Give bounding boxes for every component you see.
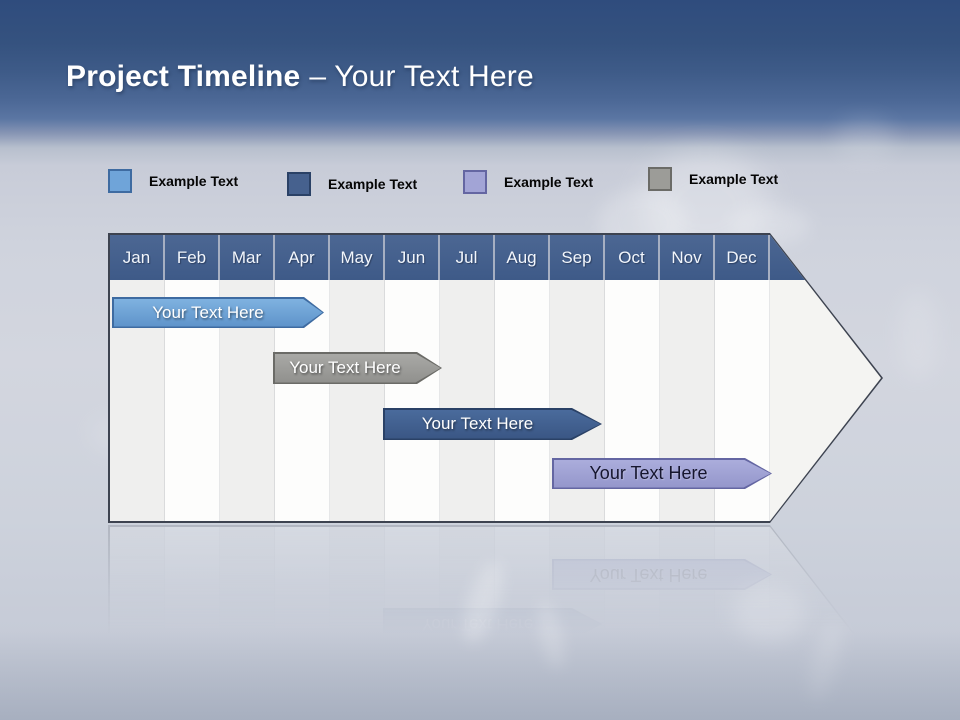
task-bar-label: Your Text Here (152, 302, 264, 322)
legend-swatch-dark-blue-icon (287, 172, 311, 196)
task-bar-label: Your Text Here (589, 463, 708, 483)
month-header-cell: May (330, 235, 385, 280)
legend-item-light-blue[interactable]: Example Text (108, 169, 238, 193)
month-header-cell: Oct (605, 235, 660, 280)
month-header-cell: Jan (110, 235, 165, 280)
slide-title[interactable]: Project Timeline– Your Text Here (66, 60, 534, 94)
legend-label: Example Text (689, 171, 779, 187)
month-header-cell: Apr (275, 235, 330, 280)
task-bar-fill (275, 354, 441, 383)
month-header-cell: Feb (165, 235, 220, 280)
task-bar-label: Your Text Here (421, 414, 534, 433)
legend-label: Example Text (504, 174, 594, 190)
task-bar-light-blue[interactable]: Your Text Here (112, 297, 324, 328)
background-decor (835, 118, 895, 158)
background-decor (455, 557, 511, 648)
background-decor (802, 619, 848, 705)
task-bar-gray[interactable]: Your Text Here (273, 352, 442, 384)
column-feb (165, 235, 220, 521)
month-header-cell: Sep (550, 235, 605, 280)
slide-title-main: Project Timeline (66, 60, 301, 93)
background-decor (532, 598, 570, 672)
month-header-row: Jan Feb Mar Apr May Jun Jul Aug Sep Oct … (110, 235, 770, 280)
legend-label: Example Text (328, 176, 418, 192)
task-bar-label: Your Text Here (289, 358, 401, 377)
legend-item-lavender[interactable]: Example Text (463, 170, 593, 194)
legend-item-gray[interactable]: Example Text (648, 167, 778, 191)
month-header-cell: Mar (220, 235, 275, 280)
task-bar-fill (554, 460, 771, 488)
timeline-arrow-body: Jan Feb Mar Apr May Jun Jul Aug Sep Oct … (110, 235, 881, 521)
column-jul (440, 235, 495, 521)
task-bar-lavender[interactable]: Your Text Here (552, 458, 772, 489)
column-jan (110, 235, 165, 521)
legend-swatch-lavender-icon (463, 170, 487, 194)
legend-label: Example Text (149, 173, 239, 189)
task-bar-fill (114, 299, 323, 327)
column-aug (495, 235, 550, 521)
slide-title-subtitle: – Your Text Here (309, 60, 534, 93)
month-header-band (110, 235, 881, 280)
month-header-cell: Dec (715, 235, 770, 280)
legend-swatch-light-blue-icon (108, 169, 132, 193)
timeline-arrow[interactable]: Jan Feb Mar Apr May Jun Jul Aug Sep Oct … (108, 233, 883, 523)
month-header-cell: Jul (440, 235, 495, 280)
background-decor (733, 583, 805, 643)
month-header-cell: Nov (660, 235, 715, 280)
legend-swatch-gray-icon (648, 167, 672, 191)
month-header-cell: Aug (495, 235, 550, 280)
legend-item-dark-blue[interactable]: Example Text (287, 172, 417, 196)
task-bar-fill (385, 410, 601, 439)
timeline-reflection: Jan Feb Mar Apr May Jun Jul Aug Sep Oct … (108, 525, 883, 665)
month-header-cell: Jun (385, 235, 440, 280)
task-bar-dark-blue[interactable]: Your Text Here (383, 408, 602, 440)
background-decor (898, 290, 938, 380)
bottom-vignette (0, 630, 960, 720)
